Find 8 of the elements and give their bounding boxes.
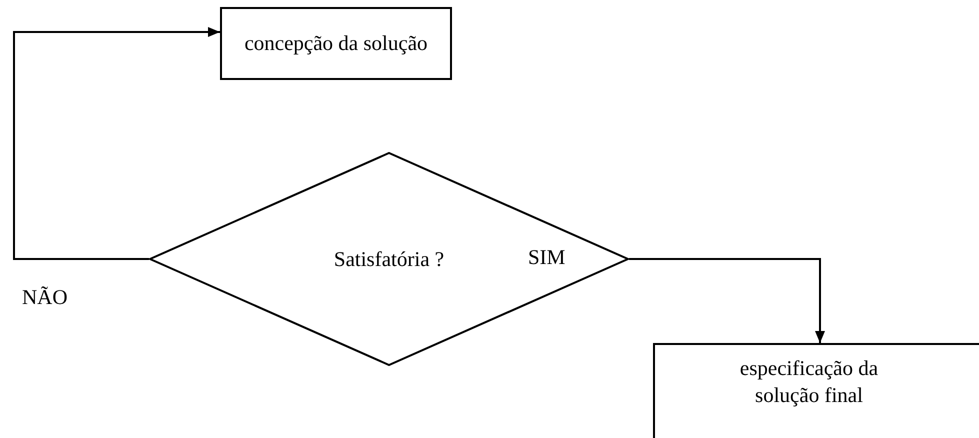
node-label: concepção da solução bbox=[244, 30, 428, 57]
decision-diamond bbox=[149, 152, 629, 366]
arrow bbox=[629, 258, 825, 343]
process-box bbox=[220, 7, 452, 80]
arrow bbox=[13, 27, 220, 260]
process-box bbox=[653, 343, 979, 438]
node-label: Satisfatória ? bbox=[334, 246, 444, 272]
node-label: especificação da solução final bbox=[738, 355, 880, 409]
